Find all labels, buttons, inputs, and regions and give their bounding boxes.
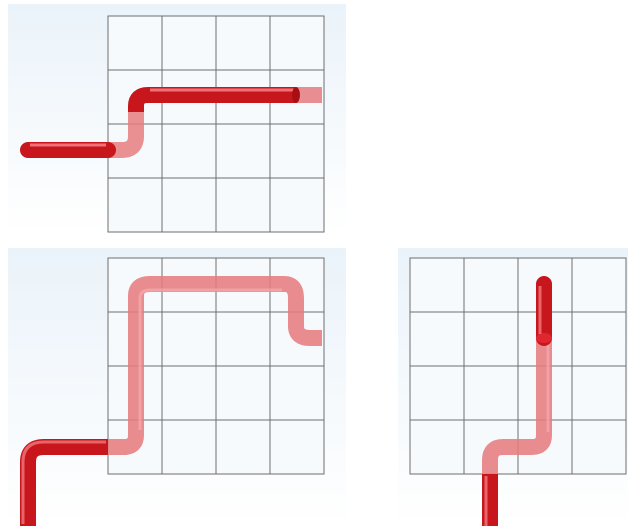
panel-bottom-right	[398, 248, 628, 526]
panel-bottom-left	[8, 248, 346, 526]
pipe-solid	[128, 87, 296, 114]
grid	[409, 257, 627, 475]
pipe-translucent	[108, 110, 144, 158]
grid	[107, 15, 325, 233]
pipe-solid	[20, 439, 108, 526]
pipe-joint	[292, 87, 300, 103]
pipe-translucent	[482, 338, 552, 474]
pipe-translucent	[108, 276, 322, 455]
panel-top-left	[8, 4, 346, 234]
pipe-joint	[536, 333, 552, 343]
